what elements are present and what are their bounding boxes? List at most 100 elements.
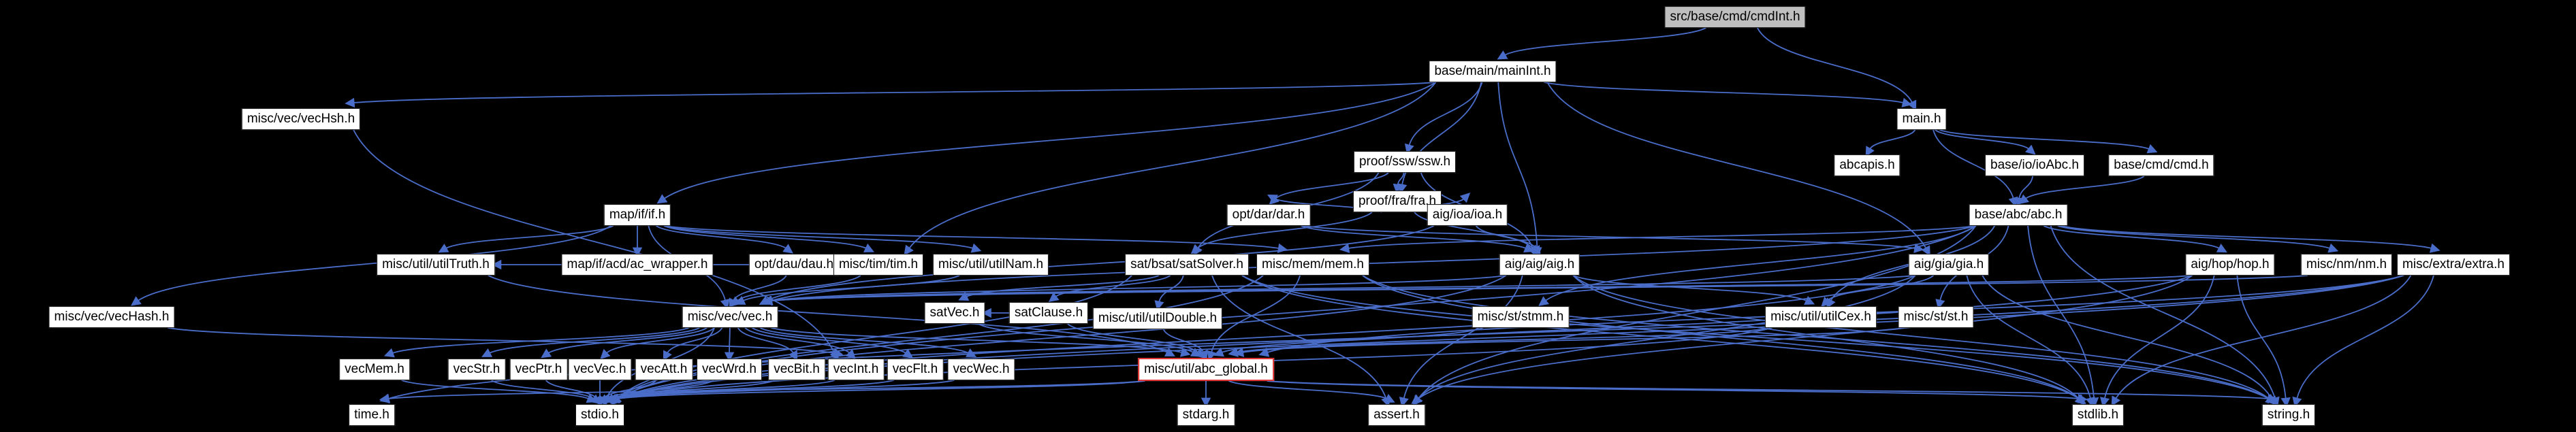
graph-node-hop[interactable]: aig/hop/hop.h — [2185, 254, 2275, 276]
include-edge-abcGlobal-stdlib — [1267, 380, 2088, 404]
include-edge-nm-vec — [762, 275, 2308, 306]
graph-node-dar[interactable]: opt/dar/dar.h — [1226, 204, 1311, 226]
graph-node-vecVec[interactable]: vecVec.h — [568, 359, 632, 380]
graph-node-fra[interactable]: proof/fra/fra.h — [1352, 190, 1442, 212]
graph-node-stdlib[interactable]: stdlib.h — [2071, 404, 2125, 426]
graph-node-satClause[interactable]: satClause.h — [1008, 302, 1089, 324]
include-edge-if-mem — [664, 225, 1288, 253]
graph-node-cmdInt[interactable]: src/base/cmd/cmdInt.h — [1664, 6, 1806, 28]
graph-node-assert[interactable]: assert.h — [1368, 404, 1425, 426]
include-edge-if-vecHash — [131, 225, 611, 306]
include-edge-mainInt-tim — [904, 82, 1437, 256]
include-edge-if-dau — [656, 225, 794, 254]
include-edge-vec-vecAtt — [663, 327, 723, 361]
include-edge-vec-vecVec — [600, 327, 715, 360]
include-edge-aig-utilCex — [1572, 275, 1815, 305]
include-edge-ssw-fra — [1393, 172, 1405, 194]
include-edge-abc-hop — [2043, 225, 2227, 253]
graph-node-vecFlt[interactable]: vecFlt.h — [887, 359, 944, 380]
graph-node-aig[interactable]: aig/aig/aig.h — [1499, 254, 1580, 276]
graph-node-abcGlobal[interactable]: misc/util/abc_global.h — [1138, 358, 1274, 381]
include-edge-vec-abcGlobal — [771, 327, 1191, 357]
include-edge-ioAbc-abc — [2014, 176, 2034, 207]
include-edge-satSolver-string — [1241, 275, 2277, 403]
include-edge-vecStr-stdio — [491, 380, 601, 404]
include-edge-utilTruth-abcGlobal — [488, 275, 1176, 356]
graph-node-ioa[interactable]: aig/ioa/ioa.h — [1427, 204, 1508, 226]
include-edge-ssw-dar — [1269, 172, 1389, 205]
graph-node-st[interactable]: misc/st/st.h — [1898, 306, 1974, 328]
graph-node-satSolver[interactable]: sat/bsat/satSolver.h — [1125, 254, 1249, 276]
graph-node-satVec[interactable]: satVec.h — [924, 302, 985, 324]
include-edge-vec-vecMem — [383, 327, 690, 358]
graph-node-vecHash[interactable]: misc/vec/vecHash.h — [48, 306, 175, 328]
include-edge-aig-string — [1572, 275, 2276, 405]
include-edge-abc-nm — [2057, 225, 2339, 253]
include-edge-gia-utilCex — [1821, 275, 1935, 308]
graph-node-time[interactable]: time.h — [349, 404, 395, 426]
graph-node-abcapis[interactable]: abcapis.h — [1834, 154, 1901, 176]
graph-node-utilNam[interactable]: misc/util/utilNam.h — [932, 254, 1049, 276]
graph-node-acWrapper[interactable]: map/if/acd/ac_wrapper.h — [561, 254, 714, 276]
include-edge-ioa-vec — [759, 225, 1435, 305]
graph-node-extra[interactable]: misc/extra/extra.h — [2397, 254, 2510, 276]
graph-node-vecHsh[interactable]: misc/vec/vecHsh.h — [241, 108, 361, 130]
include-edge-abc-string — [2050, 225, 2280, 408]
include-edge-abcGlobal-string — [1267, 380, 2278, 404]
include-edge-satSolver-utilDouble — [1154, 275, 1184, 311]
graph-node-vecWec[interactable]: vecWec.h — [947, 359, 1015, 380]
graph-node-vecAtt[interactable]: vecAtt.h — [635, 359, 693, 380]
graph-node-string[interactable]: string.h — [2261, 404, 2316, 426]
graph-node-nm[interactable]: misc/nm/nm.h — [2300, 254, 2393, 276]
include-edge-aig-assert — [1399, 275, 1523, 408]
include-edge-cmdInt-mainInt — [1497, 27, 1706, 60]
graph-node-gia[interactable]: aig/gia/gia.h — [1908, 254, 1990, 276]
graph-node-vecInt[interactable]: vecInt.h — [827, 359, 885, 380]
include-edge-main-cmd — [1939, 129, 2158, 154]
graph-node-mainInt[interactable]: base/main/mainInt.h — [1429, 61, 1557, 82]
include-edge-satSolver-stdlib — [1241, 275, 2086, 404]
include-edge-cmd-abc — [2018, 176, 2145, 205]
include-edge-hop-assert — [1411, 275, 2193, 404]
graph-node-if[interactable]: map/if/if.h — [603, 204, 671, 226]
graph-node-stdarg[interactable]: stdarg.h — [1177, 404, 1235, 426]
graph-node-stmm[interactable]: misc/st/stmm.h — [1472, 306, 1570, 328]
include-edge-hop-stdlib — [2099, 275, 2215, 408]
graph-node-vec[interactable]: misc/vec/vec.h — [682, 306, 778, 328]
include-edge-fra-satSolver — [1190, 212, 1373, 254]
graph-node-utilDouble[interactable]: misc/util/utilDouble.h — [1092, 308, 1223, 329]
include-edge-vec-vecPtr — [541, 327, 707, 359]
graph-node-vecStr[interactable]: vecStr.h — [447, 359, 506, 380]
include-edge-vecBit-stdio — [601, 380, 776, 403]
graph-node-ssw[interactable]: proof/ssw/ssw.h — [1353, 151, 1457, 173]
graph-node-vecWrd[interactable]: vecWrd.h — [697, 359, 762, 380]
graph-node-vecMem[interactable]: vecMem.h — [339, 359, 410, 380]
include-edge-mainInt-ssw — [1404, 82, 1483, 154]
include-edge-abcGlobal-stdio — [609, 380, 1145, 403]
graph-node-vecPtr[interactable]: vecPtr.h — [509, 359, 568, 380]
include-edge-dar-aig — [1301, 225, 1535, 253]
include-edge-main-abcapis — [1865, 129, 1916, 157]
graph-node-vecBit[interactable]: vecBit.h — [768, 359, 825, 380]
include-edge-mainInt-vecHsh — [345, 82, 1436, 108]
include-edge-utilDouble-abcGlobal — [1162, 329, 1208, 361]
graph-node-utilTruth[interactable]: misc/util/utilTruth.h — [377, 254, 495, 276]
graph-node-utilCex[interactable]: misc/util/utilCex.h — [1765, 306, 1877, 328]
include-edge-vecHash-vecInt — [168, 327, 844, 358]
include-edge-aig-stdlib — [1572, 275, 2085, 405]
graph-node-stdio[interactable]: stdio.h — [575, 404, 624, 426]
graph-node-cmd[interactable]: base/cmd/cmd.h — [2108, 154, 2214, 176]
graph-node-main[interactable]: main.h — [1896, 108, 1947, 130]
graph-node-tim[interactable]: misc/tim/tim.h — [833, 254, 924, 276]
graph-node-ioAbc[interactable]: base/io/ioAbc.h — [1985, 154, 2084, 176]
include-edge-satSolver-satClause — [1048, 275, 1171, 302]
graph-node-mem[interactable]: misc/mem/mem.h — [1256, 254, 1369, 276]
graph-node-dau[interactable]: opt/dau/dau.h — [748, 254, 840, 276]
include-edge-vec-vecWec — [759, 327, 977, 357]
include-edge-utilCex-abcGlobal — [1228, 327, 1772, 357]
include-edge-satSolver-satVec — [958, 275, 1160, 301]
graph-node-abc[interactable]: base/abc/abc.h — [1969, 204, 2068, 226]
include-edge-aig-vec — [761, 275, 1506, 305]
include-edge-mainInt-aig — [1497, 82, 1542, 258]
